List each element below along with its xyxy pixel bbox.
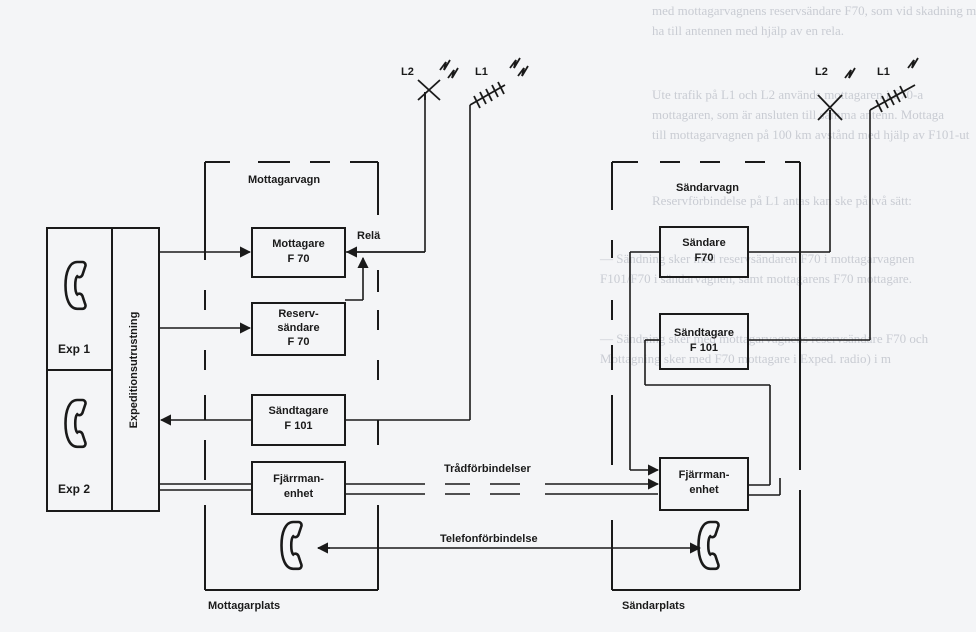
bg-line: till mottagarvagnen på 100 km avstånd me… xyxy=(652,127,970,142)
tx-antennas xyxy=(817,57,919,121)
reservsandare-box xyxy=(251,302,346,356)
rx-l1-label: L1 xyxy=(475,66,488,78)
fjarrmanenhet-rx-line1: Fjärrman- xyxy=(273,473,324,485)
receiver-vehicle-frame xyxy=(204,161,379,591)
fjarrmanenhet-rx-box xyxy=(251,461,346,515)
mottagare-line2: F 70 xyxy=(287,253,310,265)
exp2-label: Exp 2 xyxy=(58,482,91,496)
sandare-line2: F70 xyxy=(694,252,714,264)
exp1-handset-icon xyxy=(64,260,87,311)
fjarrmanenhet-tx-label: Fjärrman- enhet xyxy=(660,468,748,498)
wire-links-label: Trådförbindelser xyxy=(444,463,531,475)
bg-line: F101/F70 i sändarvagnen, samt mottagaren… xyxy=(600,271,912,286)
reservsandare-line2: sändare xyxy=(277,322,320,334)
fjarrmanenhet-tx-line1: Fjärrman- xyxy=(678,469,730,481)
sandtagare-tx-label: Sändtagare F 101 xyxy=(660,326,748,356)
tx-phone-handset-icon xyxy=(697,520,720,571)
receiver-site-label: Mottagarplats xyxy=(208,600,281,612)
sandtagare-rx-line1: Sändtagare xyxy=(268,405,329,417)
expeditionsutrustning-label: Expeditionsutrustning xyxy=(128,311,140,429)
reservsandare-label: Reserv- sändare F 70 xyxy=(252,307,345,349)
bg-line: Mottagning sker med F70 mottagare i Expe… xyxy=(600,351,891,366)
exp1-label: Exp 1 xyxy=(58,342,91,356)
phone-link-label: Telefonförbindelse xyxy=(440,533,538,545)
fjarrmanenhet-rx-line2: enhet xyxy=(283,488,314,500)
rx-antennas xyxy=(417,57,529,109)
fjarrmanenhet-tx-line2: enhet xyxy=(689,484,719,496)
rx-l2-label: L2 xyxy=(401,66,414,78)
fjarrmanenhet-tx-box xyxy=(659,457,749,511)
fjarrmanenhet-rx-label: Fjärrman- enhet xyxy=(252,472,345,502)
transmitter-site-label: Sändarplats xyxy=(622,600,685,612)
mottagare-label: Mottagare F 70 xyxy=(252,237,345,267)
reservsandare-line3: F 70 xyxy=(287,336,310,348)
sandare-label: Sändare F70 xyxy=(660,236,748,266)
transmitter-vehicle-frame xyxy=(611,161,801,591)
bg-line: ha till antennen med hjälp av en rela. xyxy=(652,23,845,38)
sandtagare-rx-line2: F 101 xyxy=(284,420,313,432)
transmitter-vehicle-label: Sändarvagn xyxy=(676,182,739,194)
bg-line: med mottagarvagnens reservsändare F70, s… xyxy=(652,3,976,18)
block-diagram xyxy=(46,57,919,591)
transmitter-wiring xyxy=(629,110,871,496)
exp2-handset-icon xyxy=(64,398,87,449)
bg-line: mottagaren, som är ansluten till samma a… xyxy=(652,107,945,122)
tx-l2-label: L2 xyxy=(815,66,828,78)
reservsandare-line1: Reserv- xyxy=(278,308,319,320)
sandtagare-rx-label: Sändtagare F 101 xyxy=(252,404,345,434)
receiver-vehicle-label: Mottagarvagn xyxy=(248,174,321,186)
sandtagare-tx-line2: F 101 xyxy=(689,342,719,354)
receiver-wiring xyxy=(159,92,471,491)
sandtagare-tx-box xyxy=(659,313,749,370)
sandtagare-tx-line1: Sändtagare xyxy=(674,327,734,339)
bg-line: Ute trafik på L1 och L2 används mottagar… xyxy=(652,87,924,102)
relay-label: Relä xyxy=(357,230,381,242)
bg-line: — Sändning sker med mottagarvagnens rese… xyxy=(600,331,929,346)
bg-line: Reservförbindelse på L1 antas kan ske på… xyxy=(652,193,912,208)
tx-l1-label: L1 xyxy=(877,66,890,78)
rx-phone-handset-icon xyxy=(280,520,303,571)
sandare-line1: Sändare xyxy=(682,237,726,249)
wire-links xyxy=(316,478,702,554)
bg-line: — Sändning sker med reservsändaren F70 i… xyxy=(600,251,915,266)
mottagare-line1: Mottagare xyxy=(272,238,325,250)
